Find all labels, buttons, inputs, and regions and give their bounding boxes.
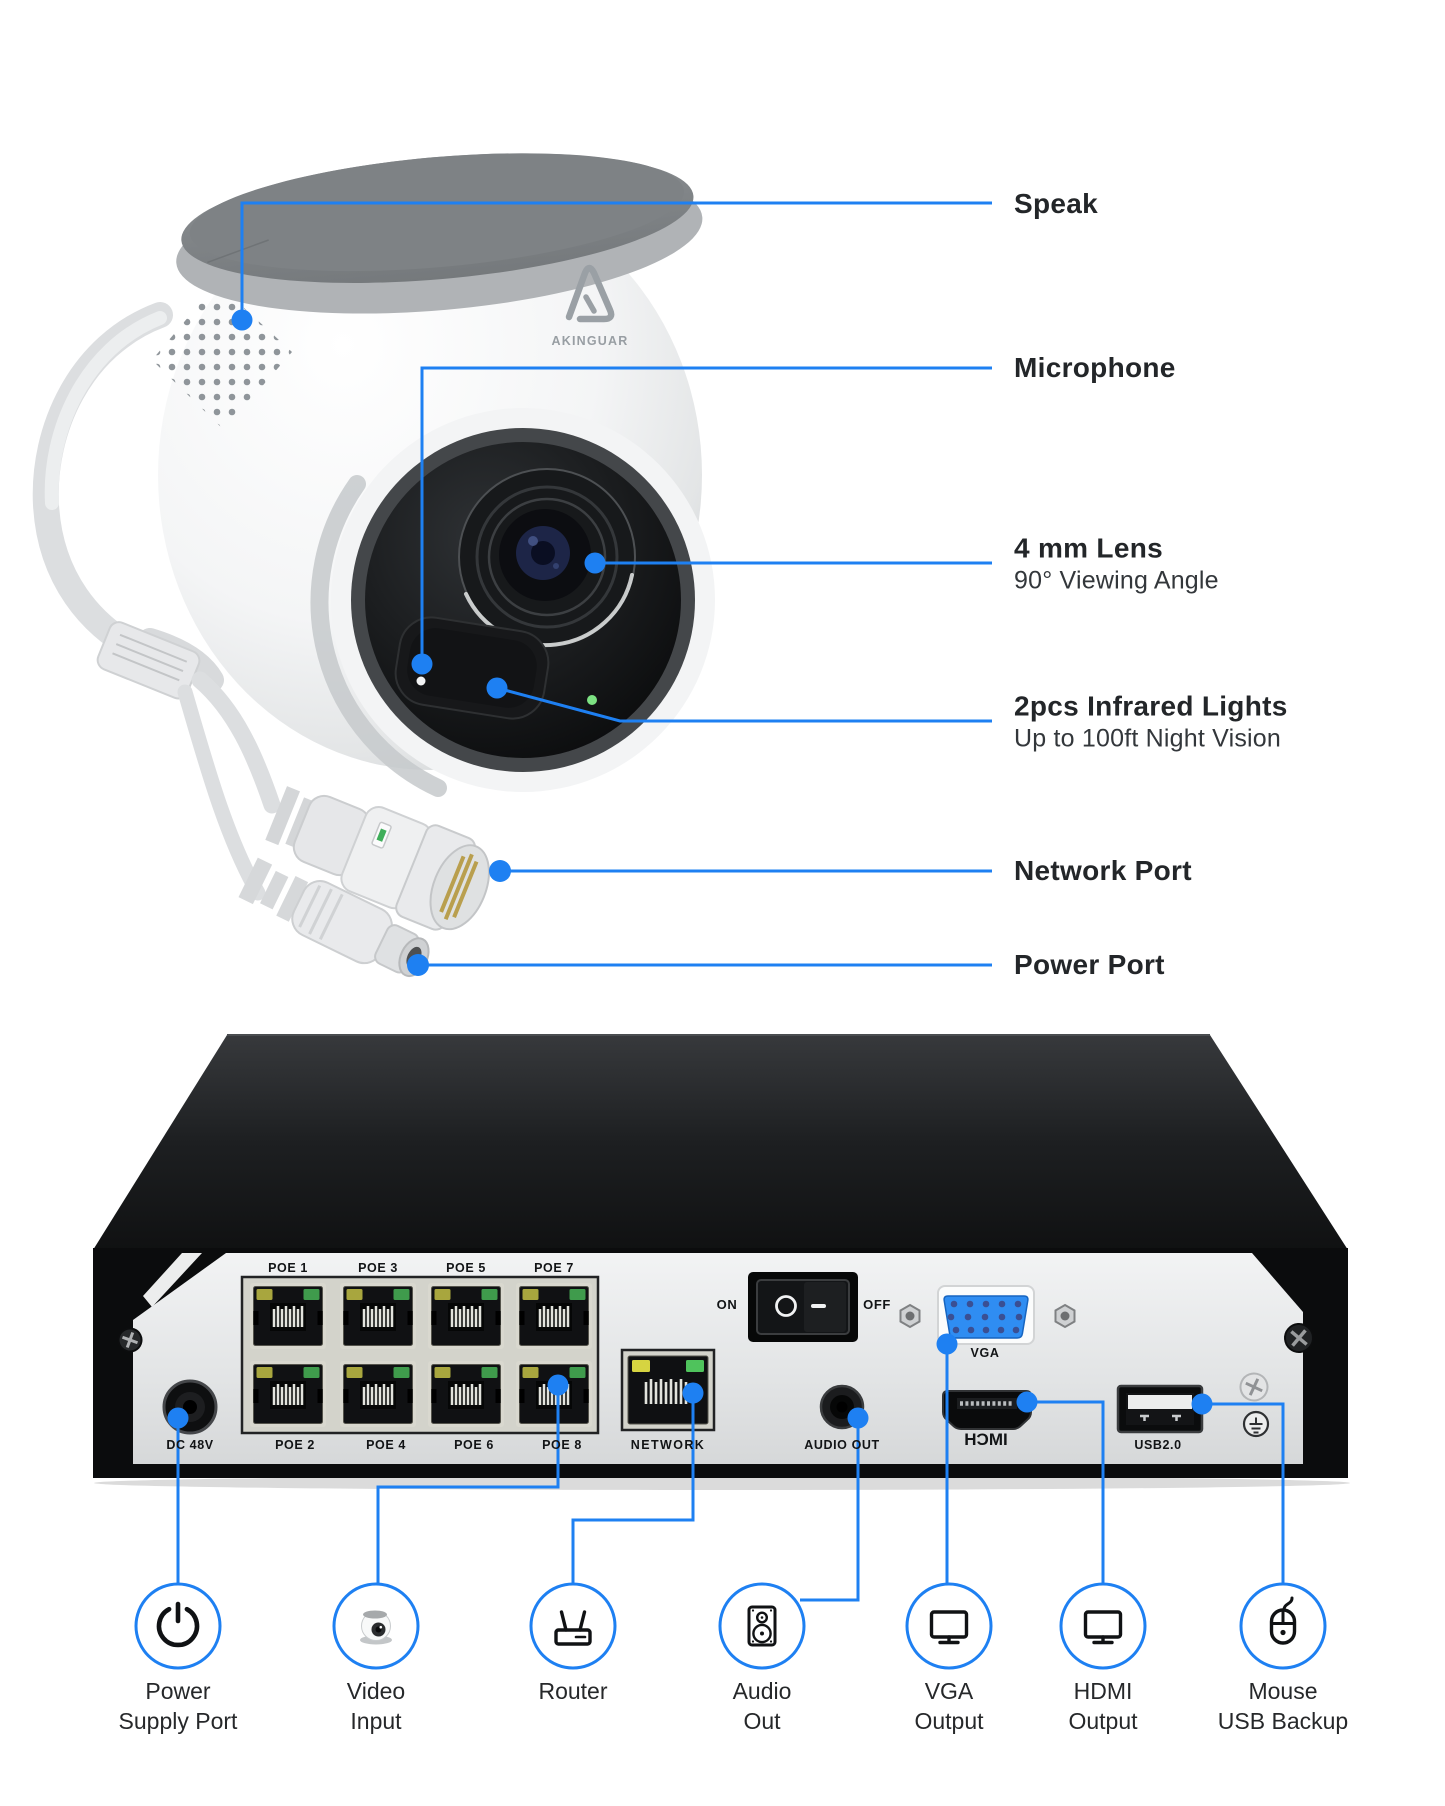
usb-port <box>1116 1384 1204 1434</box>
lens-dot <box>584 552 606 574</box>
panel-screw-left <box>117 1327 143 1353</box>
panel-screw-right <box>1284 1323 1314 1353</box>
microphone-dot <box>411 653 433 675</box>
monitor-icon <box>929 1610 969 1645</box>
power-switch <box>748 1272 858 1342</box>
ground-screw <box>1239 1372 1269 1402</box>
power-port-dot <box>407 954 429 976</box>
camera-illustration <box>32 153 715 978</box>
mouse-usb-line <box>1202 1402 1285 1586</box>
mouse-icon <box>1269 1596 1297 1645</box>
camera-lens <box>458 468 636 648</box>
router-icon <box>554 1610 592 1646</box>
router-line <box>571 1393 695 1584</box>
callout-lines <box>176 201 1285 1602</box>
legend-item-router <box>529 1582 617 1670</box>
legend-item-hdmi <box>1059 1582 1147 1670</box>
ground-symbol-icon <box>1242 1410 1270 1438</box>
switch-off-symbol <box>811 1304 826 1308</box>
microphone-line <box>420 366 992 664</box>
video-input-line <box>376 1385 560 1584</box>
callout-dots <box>167 309 1213 1429</box>
nvr-illustration <box>93 1034 1350 1490</box>
network-connector <box>265 786 490 931</box>
vga-dot <box>936 1333 958 1355</box>
vga-port <box>937 1285 1035 1345</box>
power-connector <box>238 857 430 978</box>
speak-dot <box>231 309 253 331</box>
legend-item-power <box>134 1582 222 1670</box>
infrared-line <box>496 686 992 723</box>
audio-dot <box>847 1407 869 1429</box>
speaker-icon <box>747 1605 777 1647</box>
legend-item-video <box>332 1582 420 1670</box>
network-jack-dot <box>682 1382 704 1404</box>
poe8-dot <box>547 1374 569 1396</box>
switch-on-symbol <box>775 1295 797 1317</box>
usb-dot <box>1191 1393 1213 1415</box>
camera-icon <box>360 1610 392 1645</box>
hdmi-output-line <box>1027 1400 1105 1586</box>
dc-dot <box>167 1407 189 1429</box>
monitor-icon <box>1083 1610 1123 1645</box>
legend-icons <box>134 1582 1327 1670</box>
power-icon <box>156 1601 200 1648</box>
microphone-hole <box>416 676 426 686</box>
legend-item-mouse <box>1239 1582 1327 1670</box>
speak-line <box>240 201 992 320</box>
pigtail-splitter <box>96 621 224 700</box>
vga-standoff-right <box>1054 1303 1076 1329</box>
hdmi-port <box>942 1390 1032 1430</box>
nvr-top-face <box>93 1035 1348 1250</box>
legend-item-vga <box>905 1582 993 1670</box>
speaker-grill <box>152 283 292 430</box>
status-led <box>587 695 597 705</box>
network-port-dot <box>489 860 511 882</box>
brand-logo-icon <box>565 264 615 323</box>
network-port <box>620 1348 716 1432</box>
infrared-dot <box>486 677 508 699</box>
hdmi-dot <box>1016 1391 1038 1413</box>
poe-port-block <box>240 1275 600 1435</box>
vga-standoff-left <box>899 1303 921 1329</box>
legend-item-audio <box>718 1582 806 1670</box>
audio-out-line <box>800 1418 860 1602</box>
